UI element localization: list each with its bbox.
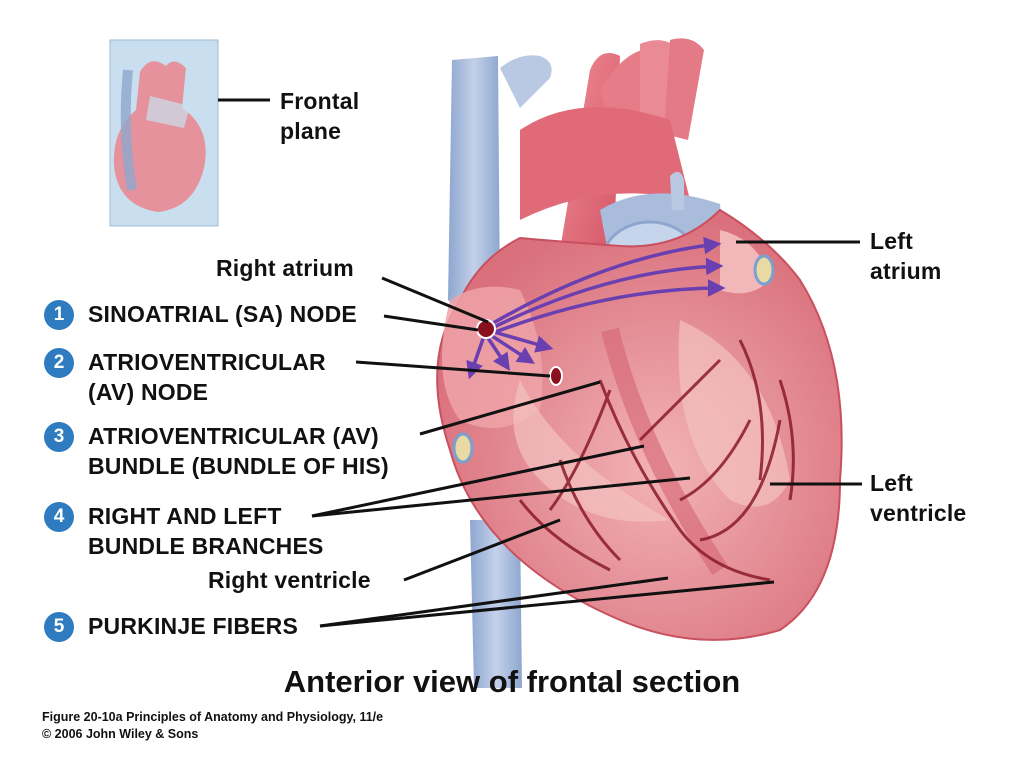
step-5-label: PURKINJE FIBERS <box>88 611 298 641</box>
valve-right <box>452 432 474 464</box>
step-4-line2: BUNDLE BRANCHES <box>88 533 324 559</box>
left-ventricle-label: Left ventricle <box>870 468 966 528</box>
step-1-label: SINOATRIAL (SA) NODE <box>88 299 357 329</box>
step-3-line1: ATRIOVENTRICULAR (AV) <box>88 423 379 449</box>
step-4-badge: 4 <box>44 502 74 532</box>
step-4-label: RIGHT AND LEFT BUNDLE BRANCHES <box>88 501 324 561</box>
left-atrium-label-line2: atrium <box>870 258 942 284</box>
conduction-arrows <box>466 236 726 380</box>
valve-left <box>753 254 775 286</box>
left-ventricle-label-line1: Left <box>870 470 913 496</box>
step-2-label: ATRIOVENTRICULAR (AV) NODE <box>88 347 326 407</box>
frontal-plane-inset <box>109 39 219 227</box>
step-5-line1: PURKINJE FIBERS <box>88 613 299 639</box>
figure-credit-line1: Figure 20-10a Principles of Anatomy and … <box>42 710 384 724</box>
step-4-line1: RIGHT AND LEFT <box>88 503 282 529</box>
right-ventricle-label: Right ventricle <box>208 567 371 593</box>
left-atrium-label-line1: Left <box>870 228 913 254</box>
step-3-label: ATRIOVENTRICULAR (AV) BUNDLE (BUNDLE OF … <box>88 421 389 481</box>
step-2-line2: (AV) NODE <box>88 379 209 405</box>
step-3-line2: BUNDLE (BUNDLE OF HIS) <box>88 453 389 479</box>
step-3-badge: 3 <box>44 422 74 452</box>
step-2-line1: ATRIOVENTRICULAR <box>88 349 326 375</box>
figure-credit-line2: © 2006 John Wiley & Sons <box>42 727 199 741</box>
aorta <box>520 38 704 256</box>
right-atrium-label: Right atrium <box>216 255 354 281</box>
frontal-plane-label-line1: Frontal <box>280 88 360 114</box>
leader-lines <box>311 240 862 628</box>
step-1-badge: 1 <box>44 300 74 330</box>
step-5-badge: 5 <box>44 612 74 642</box>
step-1-line1: SINOATRIAL (SA) NODE <box>88 301 357 327</box>
step-2-badge: 2 <box>44 348 74 378</box>
venae-cavae <box>448 55 552 688</box>
av-node <box>549 366 563 386</box>
left-atrium-label: Left atrium <box>870 226 942 286</box>
frontal-plane-label: Frontal plane <box>280 86 359 146</box>
figure-caption: Anterior view of frontal section <box>283 664 741 699</box>
frontal-plane-label-line2: plane <box>280 118 342 144</box>
left-ventricle-label-line2: ventricle <box>870 500 967 526</box>
